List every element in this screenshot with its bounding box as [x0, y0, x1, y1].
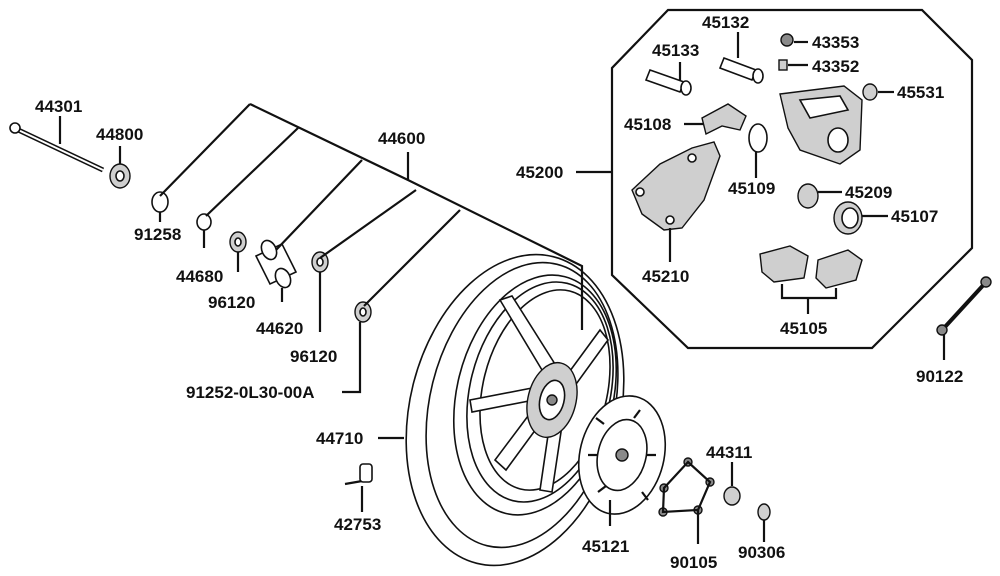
bracket-45210 — [631, 141, 721, 231]
piston-45107 — [833, 201, 863, 235]
bearing-96120-a — [229, 231, 247, 253]
label-44301: 44301 — [35, 97, 82, 116]
label-45209: 45209 — [845, 183, 892, 202]
label-45107: 45107 — [891, 207, 938, 226]
caliper-group-frame — [610, 8, 974, 350]
label-44620: 44620 — [256, 319, 303, 338]
label-90122: 90122 — [916, 367, 963, 386]
label-44311: 44311 — [706, 443, 752, 462]
label-91252: 91252-0L30-00A — [186, 383, 315, 402]
pin-45132 — [718, 56, 764, 84]
spring-45108 — [701, 103, 747, 136]
label-44680: 44680 — [176, 267, 223, 286]
bolt-90122 — [936, 276, 992, 336]
label-43352: 43352 — [812, 57, 859, 76]
label-42753: 42753 — [334, 515, 381, 534]
label-45133: 45133 — [652, 41, 699, 60]
caliper-body — [779, 85, 863, 165]
leader-lines — [58, 32, 946, 544]
valve-42753 — [344, 463, 373, 486]
label-91258: 91258 — [134, 225, 181, 244]
label-45200: 45200 — [516, 163, 563, 182]
axle-44301 — [9, 122, 105, 173]
pads-45105 — [759, 245, 863, 289]
rear-wheel — [405, 253, 625, 567]
label-90306: 90306 — [738, 543, 785, 562]
seal-91252 — [354, 301, 372, 323]
label-44600: 44600 — [378, 129, 425, 148]
label-96120-a: 96120 — [208, 293, 255, 312]
nut-44800 — [109, 163, 131, 189]
label-45109: 45109 — [728, 179, 775, 198]
plug-45531 — [862, 83, 878, 101]
label-44800: 44800 — [96, 125, 143, 144]
nut-90306 — [757, 503, 771, 521]
label-45531: 45531 — [897, 83, 944, 102]
seal-45109 — [748, 123, 768, 153]
bolts-90105 — [658, 457, 715, 517]
label-44710: 44710 — [316, 429, 363, 448]
cap-43352 — [778, 59, 788, 71]
label-45210: 45210 — [642, 267, 689, 286]
label-43353: 43353 — [812, 33, 859, 52]
label-96120-b: 96120 — [290, 347, 337, 366]
label-45108: 45108 — [624, 115, 671, 134]
bleeder-43353 — [780, 33, 794, 47]
part-labels: 44301 44800 44600 91258 44680 96120 4462… — [35, 13, 963, 572]
brake-disc — [577, 395, 667, 515]
label-45121: 45121 — [582, 537, 629, 556]
collar-44620 — [254, 239, 298, 289]
label-90105: 90105 — [670, 553, 717, 572]
washer-44680 — [196, 213, 212, 231]
label-45132: 45132 — [702, 13, 749, 32]
pin-45133 — [644, 68, 692, 96]
label-45105: 45105 — [780, 319, 827, 338]
collar-44311 — [723, 486, 741, 506]
seal-45209 — [797, 183, 819, 209]
